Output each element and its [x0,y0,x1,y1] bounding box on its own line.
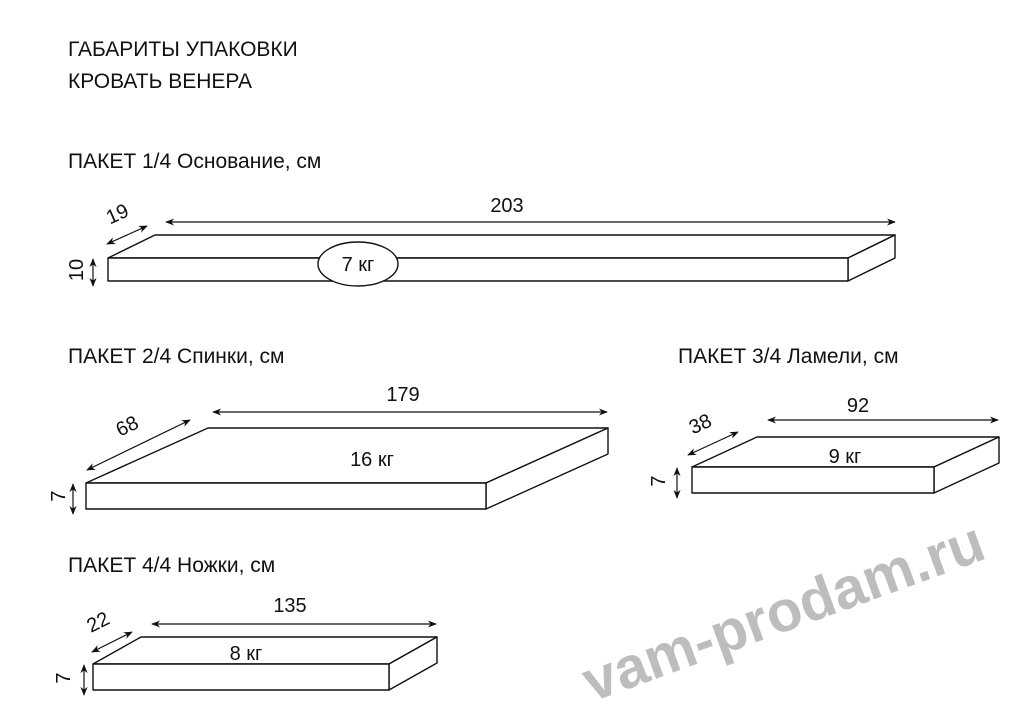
box-front-face [107,257,849,282]
weight-ellipse [317,241,399,287]
package-box [107,234,896,282]
package-box [92,636,438,691]
package-2-label: ПАКЕТ 2/4 Спинки, см [68,345,284,368]
package-3-drawing: 92 38 7 9 кг [648,395,1000,499]
box-top-face [92,636,438,665]
weight-value: 16 кг [350,449,394,471]
depth-value: 68 [113,412,143,442]
weight-value: 9 кг [829,446,862,468]
length-value: 135 [273,595,306,617]
height-value: 7 [48,490,70,501]
height-value: 7 [53,672,75,683]
depth-dimension-arrow [106,225,148,245]
package-1-drawing: 203 19 10 7 кг [66,195,896,287]
depth-dimension-arrow [91,631,133,653]
weight-value: 8 кг [230,643,263,665]
package-2-drawing: 179 68 7 16 кг [48,384,609,515]
box-front-face [85,482,487,510]
depth-value: 38 [686,410,715,439]
package-4-label: ПАКЕТ 4/4 Ножки, см [68,554,275,577]
title-line-2: КРОВАТЬ ВЕНЕРА [68,70,252,93]
length-value: 203 [490,195,523,217]
title-line-1: ГАБАРИТЫ УПАКОВКИ [68,38,298,61]
height-value: 10 [66,259,88,281]
box-front-face [691,466,935,494]
watermark: vam-prodam.ru [574,509,993,714]
weight-value: 7 кг [342,254,375,276]
depth-dimension-arrow [687,431,739,456]
length-value: 92 [847,395,869,417]
box-top-face [107,234,896,259]
depth-value: 22 [83,608,113,638]
height-value: 7 [648,475,670,486]
package-box [85,427,609,510]
package-4-drawing: 135 22 7 8 кг [53,595,438,696]
package-3-label: ПАКЕТ 3/4 Ламели, см [678,345,899,368]
length-value: 179 [386,384,419,406]
package-1-label: ПАКЕТ 1/4 Основание, см [68,150,321,173]
depth-dimension-arrow [86,419,191,471]
depth-value: 19 [103,200,132,229]
box-front-face [92,663,390,691]
